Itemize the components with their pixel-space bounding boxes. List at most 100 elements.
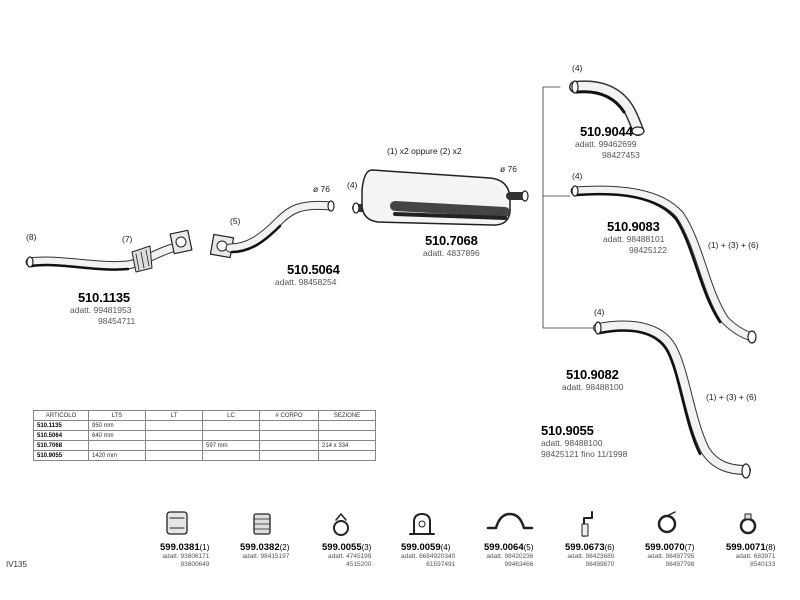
accessory-599-0381[interactable]: 599.0381(1) adatt. 93806171 93800649 — [160, 542, 209, 569]
accessory-ref: adatt. 98420236 — [486, 553, 534, 560]
table-row: 510.5064 640 mm — [33, 430, 376, 441]
rubber-mount-icon-0382[interactable] — [253, 513, 271, 535]
accessory-code: 599.0673(6) — [565, 542, 615, 553]
table-cell: 597 mm — [202, 440, 260, 451]
part-ref: adatt. 98488101 — [603, 234, 665, 244]
col-header: LC — [202, 410, 260, 421]
callout-8: (8) — [26, 232, 37, 242]
accessory-599-0059[interactable]: 599.0059(4) adatt. 6684920340 61597491 — [401, 542, 455, 569]
tailpipe-510-9083[interactable] — [570, 185, 757, 344]
clamp-icon-0381[interactable] — [166, 511, 188, 535]
u-clamp-icon-0059[interactable] — [409, 513, 435, 535]
accessory-code: 599.0070(7) — [645, 542, 695, 553]
accessory-ref: 99463466 — [504, 561, 534, 568]
accessory-ref: adatt. 93806171 — [162, 553, 210, 560]
band-clamp-icon-0070[interactable] — [657, 511, 677, 534]
part-ref: 98454711 — [98, 316, 136, 326]
col-header: ARTICOLO — [33, 410, 89, 421]
table-cell — [202, 450, 260, 461]
table-cell: 640 mm — [88, 430, 146, 441]
part-ref: adatt. 4837896 — [423, 248, 480, 258]
table-cell — [318, 450, 376, 461]
part-510-9044[interactable]: 510.9044 adatt. 99462699 98427453 — [575, 124, 640, 161]
spec-table: ARTICOLO LTS LT LC # CORPO SEZIONE 510.1… — [33, 410, 376, 461]
muffler-510-7068[interactable] — [352, 169, 529, 226]
table-header-row: ARTICOLO LTS LT LC # CORPO SEZIONE — [33, 410, 376, 421]
part-ref: 98427453 — [602, 150, 640, 160]
accessory-code: 599.0055(3) — [322, 542, 372, 553]
table-row: 510.1135 950 mm — [33, 420, 376, 431]
accessory-code: 599.0382(2) — [240, 542, 290, 553]
part-510-7068[interactable]: 510.7068 adatt. 4837896 — [423, 233, 480, 259]
table-cell: 510.9055 — [33, 450, 89, 461]
callout-4-9083: (4) — [572, 171, 583, 181]
table-cell — [145, 430, 203, 441]
callout-4-9055: (4) — [594, 307, 605, 317]
accessory-599-0070[interactable]: 599.0070(7) adatt. 98497795 98497798 — [645, 542, 694, 569]
muffler-note: (1) x2 oppure (2) x2 — [387, 146, 462, 156]
callout-7: (7) — [122, 234, 133, 244]
accessory-code: 599.0064(5) — [484, 542, 534, 553]
accessory-ref: adatt. 98423680 — [567, 553, 615, 560]
table-cell — [145, 420, 203, 431]
table-cell — [145, 450, 203, 461]
accessory-code: 599.0059(4) — [401, 542, 451, 553]
ring-hanger-icon-0055[interactable] — [333, 513, 349, 536]
bracket-icon-0673[interactable] — [581, 511, 593, 537]
combo-note-9083: (1) + (3) + (6) — [708, 240, 759, 250]
table-cell — [88, 440, 146, 451]
accessory-599-0055[interactable]: 599.0055(3) adatt. 4745199 4515200 — [322, 542, 371, 569]
accessory-599-0673[interactable]: 599.0673(6) adatt. 98423680 98499870 — [565, 542, 614, 569]
part-ref: adatt. 99481953 — [70, 305, 132, 315]
part-ref: adatt. 98488100 — [541, 438, 603, 448]
pipe-510-1135[interactable] — [25, 229, 193, 273]
table-cell — [259, 420, 319, 431]
part-510-1135[interactable]: 510.1135 adatt. 99481953 98454711 — [70, 290, 136, 327]
page-reference: IV135 — [6, 560, 27, 569]
part-510-9082[interactable]: 510.9082 adatt. 98488100 — [562, 367, 623, 393]
table-cell — [318, 420, 376, 431]
table-row: 510.9055 1420 mm — [33, 450, 376, 461]
col-header: LTS — [88, 410, 146, 421]
part-code: 510.9044 — [580, 124, 633, 139]
part-code: 510.9083 — [607, 219, 660, 234]
accessory-599-0064[interactable]: 599.0064(5) adatt. 98420236 99463466 — [484, 542, 533, 569]
diameter-label-1: ø 76 — [313, 184, 331, 194]
pipe-510-5064[interactable] — [209, 200, 335, 259]
part-code: 510.9082 — [566, 367, 619, 382]
part-510-5064[interactable]: 510.5064 adatt. 98458254 — [275, 262, 340, 288]
table-cell — [202, 430, 260, 441]
diameter-label-2: ø 76 — [500, 164, 518, 174]
table-cell — [259, 450, 319, 461]
accessory-ref: 8540133 — [750, 561, 776, 568]
table-cell — [259, 440, 319, 451]
table-row: 510.7068 597 mm 214 x 334 — [33, 440, 376, 451]
accessory-ref: adatt. 683971 — [735, 553, 776, 560]
tailpipe-510-9044[interactable] — [569, 80, 645, 136]
saddle-clamp-icon-0064[interactable] — [486, 512, 534, 530]
accessory-ref: 98497798 — [665, 561, 695, 568]
combo-note-9055: (1) + (3) + (6) — [706, 392, 757, 402]
table-cell — [318, 430, 376, 441]
part-ref: adatt. 98488100 — [562, 382, 624, 392]
col-header: LT — [145, 410, 203, 421]
col-header: SEZIONE — [318, 410, 376, 421]
accessory-ref: adatt. 6684920340 — [401, 553, 456, 560]
accessory-599-0382[interactable]: 599.0382(2) adatt. 98415197 — [240, 542, 289, 561]
table-cell: 214 x 334 — [318, 440, 376, 451]
ring-clamp-icon-0071[interactable] — [739, 513, 757, 535]
callout-5: (5) — [230, 216, 241, 226]
accessory-599-0071[interactable]: 599.0071(8) adatt. 683971 8540133 — [726, 542, 775, 569]
accessory-code: 599.0071(8) — [726, 542, 776, 553]
part-510-9083[interactable]: 510.9083 adatt. 98488101 98425122 — [603, 219, 667, 256]
part-ref: 98425121 fino 11/1998 — [541, 449, 628, 459]
accessory-ref: 4515200 — [346, 561, 372, 568]
tailpipe-510-9055[interactable] — [593, 320, 751, 479]
table-cell — [259, 430, 319, 441]
accessory-ref: adatt. 4745199 — [328, 553, 372, 560]
part-ref: adatt. 98458254 — [275, 277, 337, 287]
accessory-ref: adatt. 98497795 — [647, 553, 695, 560]
part-510-9055[interactable]: 510.9055 adatt. 98488100 98425121 fino 1… — [541, 423, 627, 460]
accessory-code: 599.0381(1) — [160, 542, 210, 553]
table-cell: 510.5064 — [33, 430, 89, 441]
